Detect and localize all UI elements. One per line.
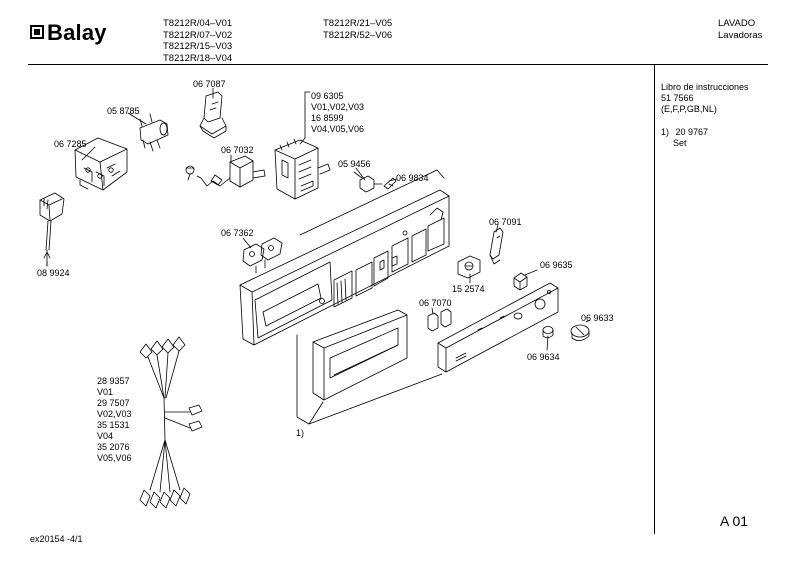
part-label-069834: 06 9834 <box>396 173 429 183</box>
set-note-code: 20 9767 <box>675 127 709 137</box>
set-callout-label: 1) <box>296 428 305 438</box>
programmer-knob <box>570 324 590 341</box>
detergent-drawer-front <box>312 309 408 401</box>
part-label-059456: 05 9456 <box>338 159 371 169</box>
part-code: 09 6305 <box>311 91 344 101</box>
part-label-067032: 06 7032 <box>221 145 254 155</box>
control-panel-frame <box>239 169 450 346</box>
header-divider <box>28 64 768 65</box>
filter-capacitor <box>139 113 169 152</box>
set-note-number: 1) <box>661 127 670 137</box>
part-label-067362: 06 7362 <box>221 228 254 238</box>
model-number: T8212R/18–V04 <box>163 52 233 64</box>
terminal-block <box>74 137 128 191</box>
page-id: A 01 <box>720 513 749 529</box>
models-column-2: T8212R/21–V05 T8212R/52–V06 <box>323 18 392 41</box>
set-note-desc: Set <box>673 138 687 148</box>
set-note: 1) 20 9767 <box>661 127 708 138</box>
brand-mark-icon <box>30 25 44 39</box>
document-id: ex20154 -4/1 <box>30 534 83 544</box>
selector-buttons <box>427 308 452 332</box>
part-label-067091: 06 7091 <box>489 217 522 227</box>
model-number: T8212R/07–V02 <box>163 29 233 41</box>
model-number: T8212R/15–V03 <box>163 41 233 52</box>
part-label-058785: 05 8785 <box>107 106 140 116</box>
knob-panel <box>437 282 559 373</box>
part-variant: V04,V05,V06 <box>311 124 365 134</box>
panel-clip <box>489 227 504 265</box>
model-number: T8212R/04–V01 <box>163 18 233 29</box>
part-label-152574: 15 2574 <box>452 284 485 294</box>
programmer-timer <box>274 91 331 200</box>
part-code: 16 8599 <box>311 113 344 123</box>
models-column-1: T8212R/04–V01 T8212R/07–V02 T8212R/15–V0… <box>163 18 232 64</box>
part-code: 28 9357 <box>97 376 130 386</box>
brand-name: Balay <box>47 20 107 45</box>
brand-logo: Balay <box>30 20 107 46</box>
set-callout-lines <box>296 334 443 425</box>
part-label-096305: 09 6305 V01,V02,V03 16 8599 V04,V05,V06 <box>311 91 364 135</box>
category-block: LAVADO Lavadoras <box>718 18 762 41</box>
manual-code: 51 7566 <box>661 93 694 103</box>
part-variant: V02,V03 <box>97 409 132 419</box>
part-label-069635: 06 9635 <box>540 260 573 270</box>
category-label: LAVADO <box>718 18 756 29</box>
indicator-lamp <box>353 171 383 193</box>
push-button <box>513 272 528 291</box>
manual-languages: (E,F,P,GB,NL) <box>661 104 717 114</box>
part-variant: V01 <box>97 387 114 397</box>
part-label-089924: 08 9924 <box>37 268 70 278</box>
side-panel: Libro de instrucciones 51 7566 (E,F,P,GB… <box>661 82 749 115</box>
leader-lines <box>46 87 591 351</box>
selector-switches <box>242 237 283 274</box>
door-lock-switch <box>199 91 227 139</box>
side-panel-divider <box>654 64 655 534</box>
lamp-holder <box>457 255 481 279</box>
part-label-067285: 06 7285 <box>54 139 87 149</box>
manual-label: Libro de instrucciones <box>661 82 749 92</box>
power-plug <box>39 192 65 267</box>
subcategory-label: Lavadoras <box>718 29 763 41</box>
level-sensor <box>185 155 266 188</box>
part-label-067070: 06 7070 <box>419 298 452 308</box>
part-code: 35 2076 <box>97 442 130 452</box>
wiring-harness <box>139 336 203 509</box>
part-label-067087: 06 7087 <box>193 79 226 89</box>
part-code: 35 1531 <box>97 420 130 430</box>
part-label-069633: 06 9633 <box>581 313 614 323</box>
model-number: T8212R/52–V06 <box>323 29 393 41</box>
part-label-harness: 28 9357 V01 29 7507 V02,V03 35 1531 V04 … <box>97 376 132 464</box>
part-variant: V05,V06 <box>97 453 132 463</box>
part-code: 29 7507 <box>97 398 130 408</box>
part-variant: V04 <box>97 431 114 441</box>
part-label-069634: 06 9634 <box>527 352 560 362</box>
model-number: T8212R/21–V05 <box>323 18 393 29</box>
part-variant: V01,V02,V03 <box>311 102 365 112</box>
